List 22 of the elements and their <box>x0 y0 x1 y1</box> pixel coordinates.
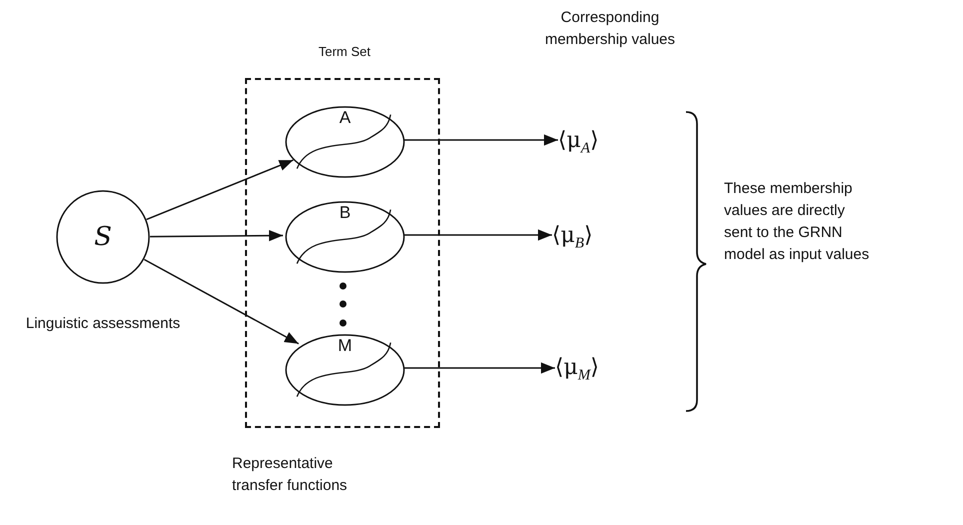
membership-value: ⟨μ$_{M}$⟩ <box>555 354 600 386</box>
arrow <box>403 134 558 146</box>
arrow <box>150 230 284 242</box>
circle-node <box>56 190 150 284</box>
arrow <box>403 362 555 374</box>
arrow <box>403 229 552 241</box>
node-caption: Linguistic assessments <box>24 314 182 334</box>
membership-function-ellipse <box>285 334 405 406</box>
node-label: M <box>336 336 354 356</box>
membership-value: ⟨μ$_{A}$⟩ <box>558 127 600 158</box>
node-label: B <box>338 203 352 223</box>
annotation-text: Corresponding membership values <box>544 8 676 50</box>
node-caption: Representative transfer functions <box>232 454 348 496</box>
group-title: Term Set <box>317 44 372 60</box>
node-label: A <box>338 108 352 128</box>
arrow <box>146 159 294 220</box>
membership-value: ⟨μ$_{B}$⟩ <box>552 222 594 254</box>
membership-function-ellipse <box>285 106 405 178</box>
arrow <box>144 258 299 344</box>
annotation-text: These membership values are directly sent to the GRNN model as input values <box>724 179 870 265</box>
membership-function-ellipse <box>285 201 405 273</box>
node-label: S <box>93 222 113 252</box>
